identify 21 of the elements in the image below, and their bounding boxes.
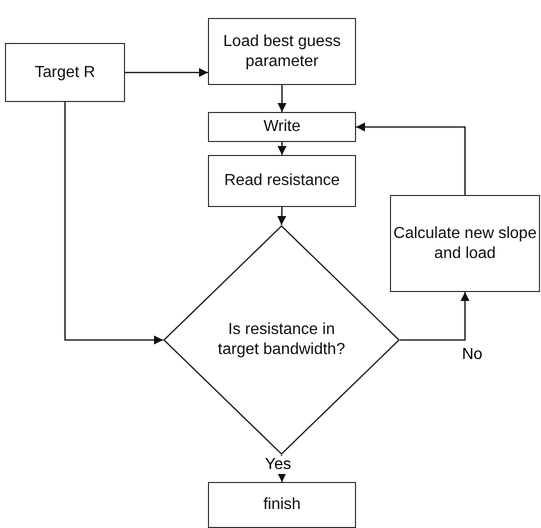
node-text: finish <box>263 495 301 515</box>
process-box <box>208 112 356 142</box>
node-text: Calculate new slope and load <box>392 224 538 264</box>
node-text: Load best guess parameter <box>222 32 342 72</box>
arrow <box>278 142 286 155</box>
arrow <box>125 68 208 77</box>
arrow <box>277 206 286 226</box>
node-text: Write <box>263 117 301 137</box>
node-text: Read resistance <box>224 171 340 191</box>
process-box <box>208 482 356 528</box>
process-box <box>208 155 356 207</box>
process-box <box>5 43 125 102</box>
node-text: Is resistance in target bandwidth? <box>216 320 346 360</box>
process-box <box>390 195 540 292</box>
arrow <box>356 122 466 195</box>
process-box <box>208 18 356 85</box>
edge-label: Yes <box>263 456 294 474</box>
arrow <box>278 85 286 112</box>
arrow <box>400 292 470 341</box>
node-text: Target R <box>34 62 96 82</box>
arrow <box>64 102 163 344</box>
